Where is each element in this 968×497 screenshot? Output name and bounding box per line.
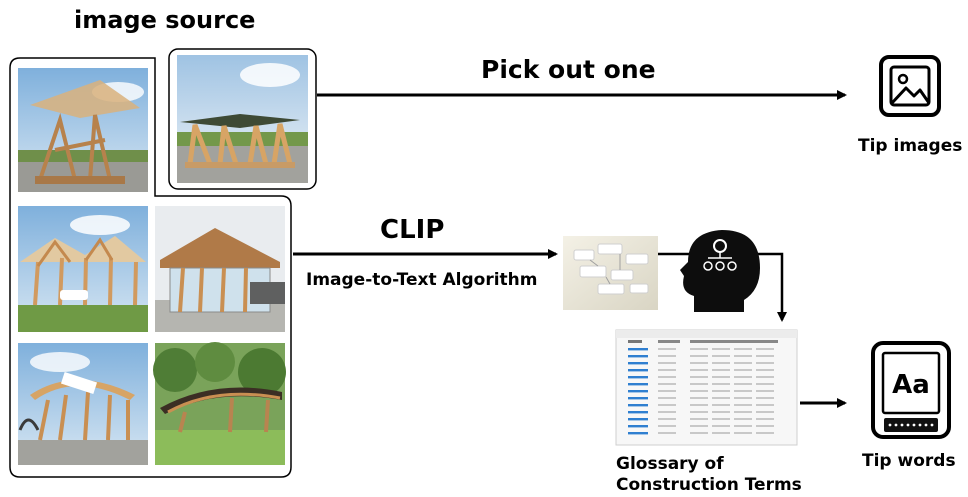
tip-images-label: Tip images — [858, 136, 963, 156]
image-icon — [879, 55, 941, 117]
ai-head-icon — [680, 230, 760, 312]
glossary-table-icon — [615, 329, 798, 446]
ebook-reader-icon: Aa — [871, 341, 951, 439]
clip-label: CLIP — [380, 215, 445, 245]
pavilion-photo-4 — [155, 206, 285, 332]
tip-words-label: Tip words — [862, 451, 956, 471]
pavilion-photo-1 — [18, 68, 148, 192]
image-source-frame — [9, 57, 292, 478]
pavilion-photo-3 — [18, 206, 148, 332]
image-to-text-label: Image-to-Text Algorithm — [306, 270, 538, 290]
text-bubbles-icon — [563, 236, 658, 310]
pavilion-photo-6 — [153, 342, 286, 465]
glossary-label-line2: Construction Terms — [616, 475, 802, 495]
tip-words-glyph: Aa — [892, 370, 930, 400]
pavilion-photo-selected — [177, 55, 308, 183]
pick-out-one-label: Pick out one — [481, 55, 656, 84]
image-source-title: image source — [74, 6, 256, 34]
pavilion-photo-5 — [18, 343, 148, 465]
glossary-label-line1: Glossary of — [616, 454, 724, 474]
